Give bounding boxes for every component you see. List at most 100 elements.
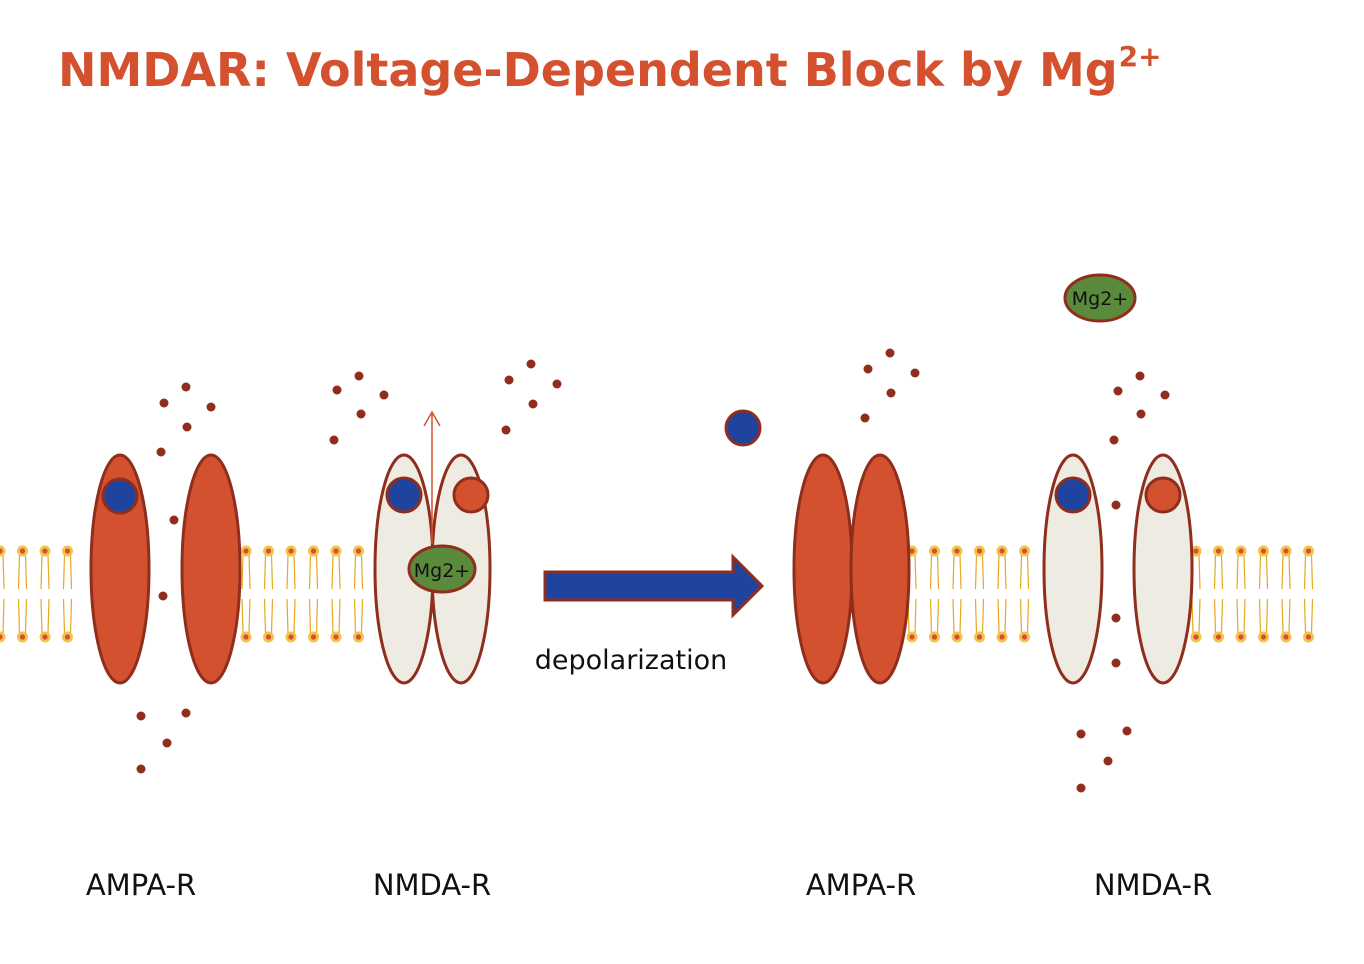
lipid-bottom [0, 598, 7, 644]
membrane-segment-3 [905, 544, 1031, 644]
ion-dot [1111, 658, 1121, 668]
ampa-receptor-after [792, 453, 911, 685]
glutamate-bound-nmda-after [1054, 476, 1092, 514]
membrane-segment-2 [239, 544, 365, 644]
lipid-bottom [1234, 598, 1248, 644]
depolarization-arrow [543, 553, 765, 619]
ion-dot [181, 708, 191, 718]
mg-ion-blocking [407, 544, 477, 594]
ion-dots [136, 348, 1170, 793]
nmda-after-subunit-right [1132, 453, 1194, 685]
ion-dot [332, 385, 342, 395]
lipid-bottom [239, 598, 253, 644]
glycine-bound-nmda [452, 476, 490, 514]
membrane-segment-1 [0, 544, 74, 644]
lipid-bottom [1257, 598, 1270, 644]
lipid-bottom [61, 598, 74, 644]
lipid-bottom [284, 598, 298, 644]
arrow-shape [543, 553, 765, 619]
ion-dot [1135, 371, 1145, 381]
ion-dot [206, 402, 216, 412]
mg-ion-released-label: Mg2+ [1072, 288, 1128, 310]
ion-dot [1111, 500, 1121, 510]
ion-dot [886, 388, 896, 398]
ion-dot [863, 364, 873, 374]
ion-dot [526, 359, 536, 369]
ion-dot [501, 425, 511, 435]
ion-dot [504, 375, 514, 385]
lipid-bottom [1189, 598, 1203, 644]
lipid-bottom [1212, 598, 1225, 644]
title-text: NMDAR: Voltage-Dependent Block by Mg [58, 43, 1118, 97]
mg-ion-released-shape [1063, 273, 1137, 323]
lipid-bottom [1279, 598, 1293, 644]
lipid-top [1234, 544, 1248, 590]
ampa-receptor-before [89, 453, 242, 685]
page-title: NMDAR: Voltage-Dependent Block by Mg2+ [58, 40, 1162, 97]
ion-dot [329, 435, 339, 445]
mg-ion-blocking-label: Mg2+ [414, 560, 470, 582]
ion-dot [1076, 783, 1086, 793]
lipid-top [352, 544, 365, 590]
lipid-top [307, 544, 320, 590]
lipid-top [950, 544, 964, 590]
glutamate-bound-nmda [385, 476, 423, 514]
lipid-top [928, 544, 941, 590]
lipid-top [0, 544, 7, 590]
lipid-bottom [16, 598, 29, 644]
lipid-top [61, 544, 74, 590]
lipid-top [284, 544, 298, 590]
lipid-top [1302, 544, 1315, 590]
ion-dot [1160, 390, 1170, 400]
lipid-top [239, 544, 253, 590]
ampa-subunit-right [180, 453, 242, 685]
glycine-bound-nmda-after [1144, 476, 1182, 514]
ion-dot [528, 399, 538, 409]
ion-dot [1109, 435, 1119, 445]
ion-dot [181, 382, 191, 392]
ion-dot [860, 413, 870, 423]
ion-dot [1111, 613, 1121, 623]
glutamate-bound-ampa [101, 477, 139, 515]
lipid-top [1018, 544, 1031, 590]
label-ampa-after: AMPA-R [806, 868, 916, 902]
ion-dot [136, 711, 146, 721]
lipid-bottom [1302, 598, 1315, 644]
nmda-after-subunit-left [1042, 453, 1104, 685]
ion-dot [1113, 386, 1123, 396]
ampa-subunit-left [89, 453, 151, 685]
ion-dot [136, 764, 146, 774]
ion-dot [910, 368, 920, 378]
depolarization-label: depolarization [535, 645, 728, 676]
ion-dot [885, 348, 895, 358]
ion-dot [1103, 756, 1113, 766]
lipid-top [262, 544, 275, 590]
label-nmda-before: NMDA-R [373, 868, 491, 902]
ion-flow-arrowhead [423, 410, 441, 427]
lipid-top [16, 544, 29, 590]
lipid-bottom [995, 598, 1009, 644]
ion-dot [158, 591, 168, 601]
lipid-bottom [950, 598, 964, 644]
lipid-bottom [1018, 598, 1031, 644]
lipid-top [995, 544, 1009, 590]
ion-dot [156, 447, 166, 457]
ion-dot [159, 398, 169, 408]
label-ampa-before: AMPA-R [86, 868, 196, 902]
lipid-bottom [262, 598, 275, 644]
lipid-top [1279, 544, 1293, 590]
nmda-receptor-before: Mg2+ [373, 410, 492, 685]
membrane-segment-4 [1189, 544, 1315, 644]
lipid-bottom [928, 598, 941, 644]
ion-dot [1122, 726, 1132, 736]
lipid-top [1257, 544, 1270, 590]
lipid-bottom [352, 598, 365, 644]
ampa-after-subunit-left [792, 453, 854, 685]
lipid-bottom [329, 598, 343, 644]
lipid-top [329, 544, 343, 590]
lipid-bottom [307, 598, 320, 644]
label-nmda-after: NMDA-R [1094, 868, 1212, 902]
mg-ion-released: Mg2+ [1063, 273, 1137, 323]
lipid-bottom [38, 598, 52, 644]
